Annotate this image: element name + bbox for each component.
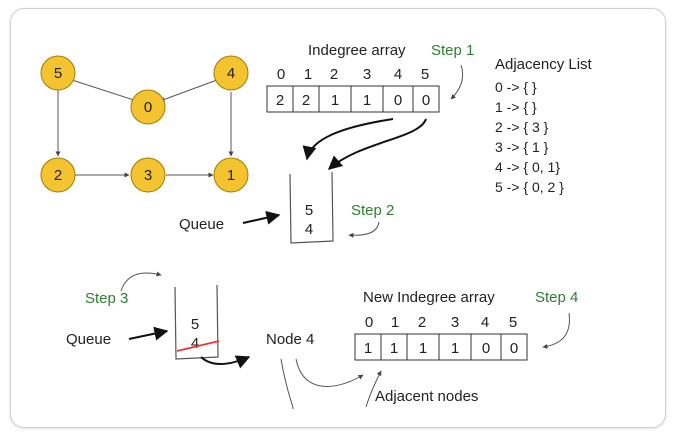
index-label: 4: [394, 66, 402, 83]
queue2-label: Queue: [66, 331, 111, 348]
indegree-values: 2 2 1 1 0 0: [276, 92, 430, 109]
new-indegree-title: New Indegree array: [363, 289, 495, 306]
node-label: 2: [54, 167, 62, 184]
index-label: 1: [304, 66, 312, 83]
step3-label: Step 3: [85, 290, 128, 307]
queue2-item: 5: [191, 316, 199, 333]
queue1-item: 4: [305, 221, 313, 238]
indegree-cells: [266, 85, 440, 113]
indegree-value: 2: [276, 92, 284, 109]
indegree-value: 0: [394, 92, 402, 109]
graph-node-4: 4: [213, 55, 249, 91]
step1-curved-arrow: [450, 64, 464, 100]
topological-sort-diagram: 5 0 4 2 3 1 Indegree array Step 1 0 1 2 …: [40, 42, 593, 410]
indegree-value: 1: [451, 340, 459, 357]
node4-label: Node 4: [266, 331, 314, 348]
edge-5-0: [71, 79, 138, 102]
node-label: 1: [227, 167, 235, 184]
step2-curved-arrow: [348, 221, 380, 238]
graph-node-2: 2: [40, 157, 76, 193]
indegree-value: 0: [482, 340, 490, 357]
step2-label: Step 2: [351, 202, 394, 219]
adjacency-line: 0 -> { }: [495, 79, 537, 95]
arrow-index5-to-queue: [327, 118, 427, 170]
node4-curve-long: [280, 358, 294, 410]
strike-through: [176, 340, 220, 352]
index-label: 5: [421, 66, 429, 83]
queue2-container: [174, 284, 219, 360]
indegree-value: 1: [364, 340, 372, 357]
edge-4-0: [159, 79, 218, 102]
adjacency-list: 0 -> { } 1 -> { } 2 -> { 3 } 3 -> { 1 } …: [495, 79, 564, 195]
graph-node-1: 1: [213, 157, 249, 193]
adjacent-nodes-label: Adjacent nodes: [375, 388, 478, 405]
index-label: 4: [481, 314, 489, 331]
adjacency-line: 4 -> { 0, 1}: [495, 159, 560, 175]
indegree-title: Indegree array: [308, 42, 406, 59]
indegree-indices: 0 1 2 3 4 5: [277, 66, 429, 83]
adjacency-line: 1 -> { }: [495, 99, 537, 115]
step1-label: Step 1: [431, 42, 474, 59]
graph-nodes: 5 0 4 2 3 1: [40, 55, 249, 193]
node-label: 3: [144, 167, 152, 184]
index-label: 3: [363, 66, 371, 83]
node-label: 0: [144, 99, 152, 116]
adjacency-line: 2 -> { 3 }: [495, 119, 549, 135]
node4-curve-short: [295, 358, 364, 387]
dequeue-arrow: [200, 355, 251, 369]
queue1-item: 5: [305, 202, 313, 219]
queue1-container: [289, 171, 334, 244]
node-label: 5: [54, 65, 62, 82]
queue1-arrow: [242, 210, 281, 225]
adjacency-line: 3 -> { 1 }: [495, 139, 549, 155]
adjacency-line: 5 -> { 0, 2 }: [495, 179, 564, 195]
new-indegree-cells: [354, 333, 528, 361]
index-label: 2: [418, 314, 426, 331]
step4-label: Step 4: [535, 289, 578, 306]
indegree-value: 0: [510, 340, 518, 357]
new-indegree-values: 1 1 1 1 0 0: [364, 340, 518, 357]
index-label: 3: [451, 314, 459, 331]
queue2-arrow: [128, 326, 169, 341]
indegree-value: 1: [390, 340, 398, 357]
graph-node-5: 5: [40, 55, 76, 91]
new-indegree-indices: 0 1 2 3 4 5: [365, 314, 517, 331]
index-label: 1: [391, 314, 399, 331]
graph-node-0: 0: [130, 89, 166, 125]
indegree-value: 0: [422, 92, 430, 109]
indegree-value: 1: [331, 92, 339, 109]
queue1-label: Queue: [179, 216, 224, 233]
index-label: 0: [365, 314, 373, 331]
step4-curved-arrow: [542, 312, 570, 349]
indegree-value: 1: [363, 92, 371, 109]
index-label: 2: [330, 66, 338, 83]
adjacency-title: Adjacency List: [495, 56, 593, 73]
arrow-index4-to-queue: [302, 118, 394, 161]
indegree-value: 2: [302, 92, 310, 109]
queue2-item: 4: [191, 335, 199, 352]
graph-edges: [55, 79, 234, 178]
graph-node-3: 3: [130, 157, 166, 193]
diagram-card: 5 0 4 2 3 1 Indegree array Step 1 0 1 2 …: [10, 8, 666, 428]
adjacent-nodes-curve: [365, 370, 382, 408]
node-label: 4: [227, 65, 235, 82]
indegree-value: 1: [419, 340, 427, 357]
step3-curved-arrow: [120, 271, 162, 292]
index-label: 0: [277, 66, 285, 83]
index-label: 5: [509, 314, 517, 331]
